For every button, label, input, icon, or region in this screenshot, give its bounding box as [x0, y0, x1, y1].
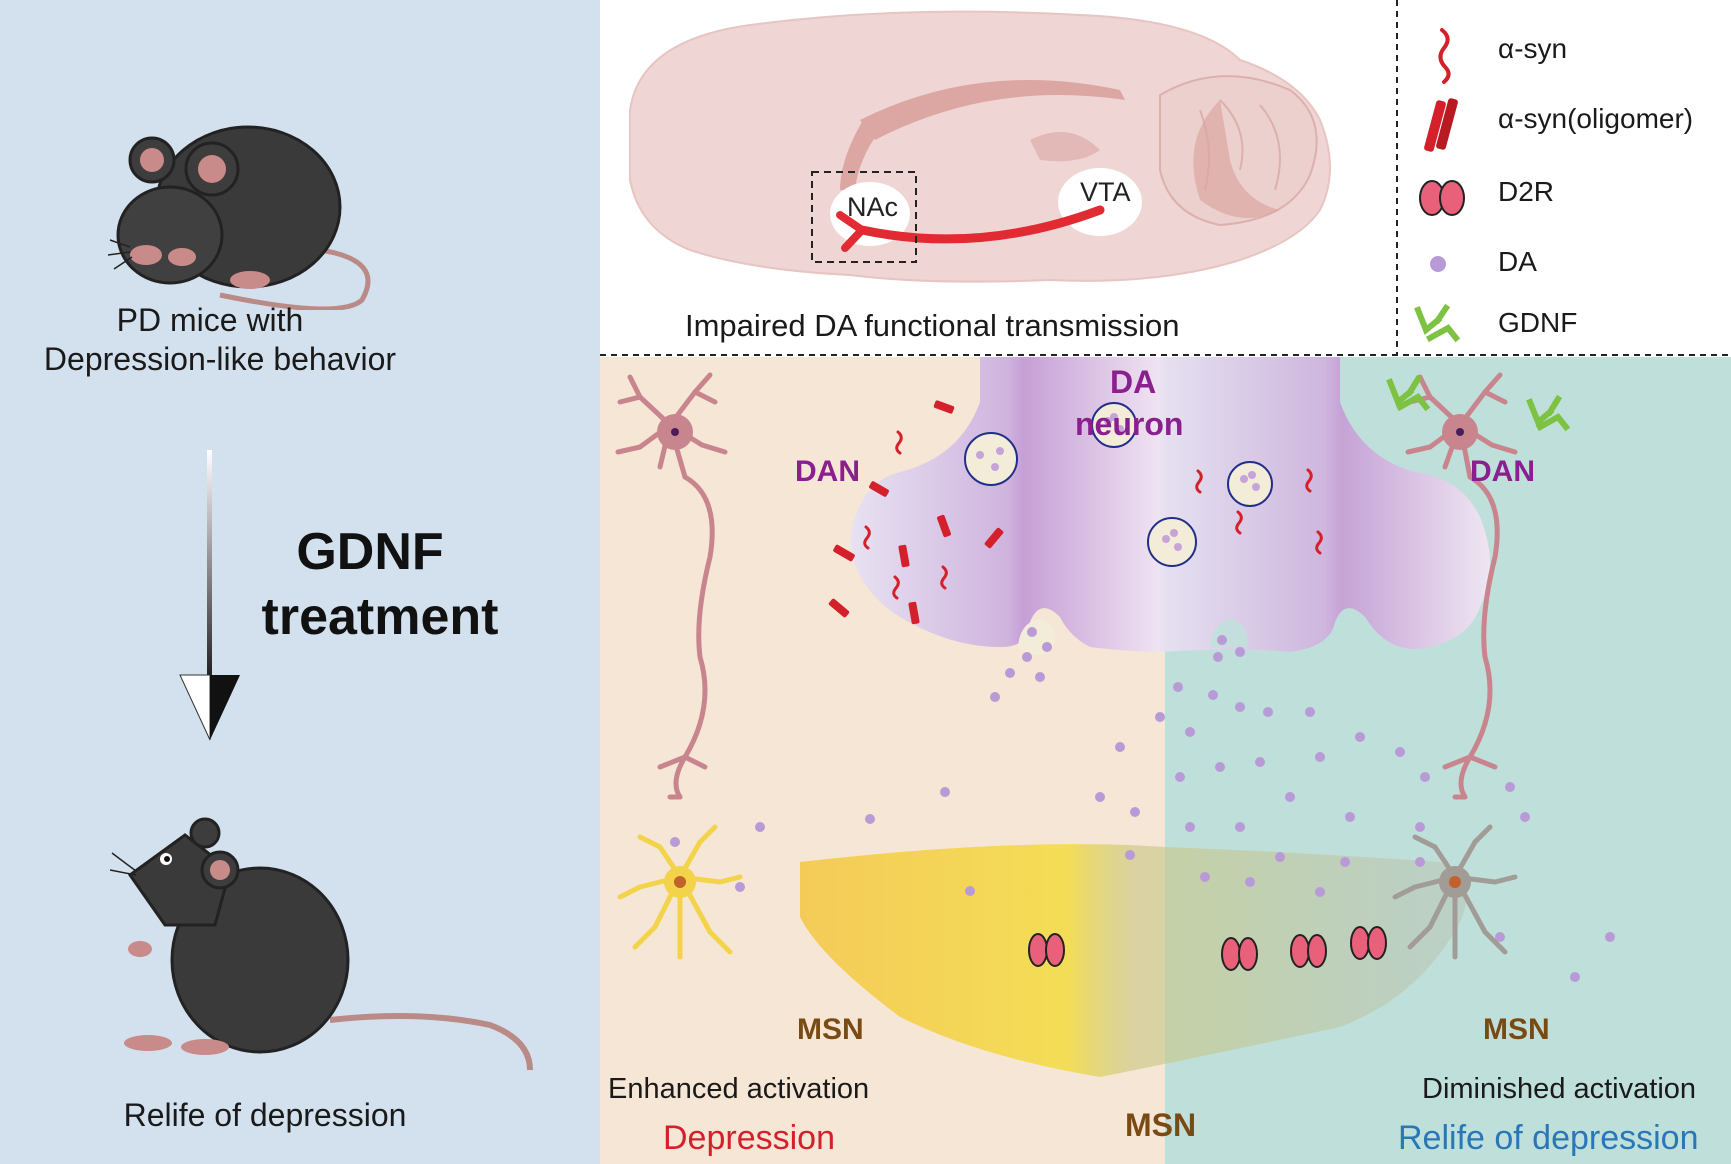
alpha-syn-icon — [1438, 28, 1451, 84]
msn-label-center: MSN — [1125, 1107, 1197, 1143]
dan-label-left: DAN — [795, 455, 860, 488]
down-arrow-icon — [179, 450, 240, 741]
caption-bottom: Relife of depression — [123, 1097, 407, 1133]
left-panel: PD mice with Depression-like behavior GD… — [0, 0, 600, 1164]
curled-mouse-icon — [107, 125, 371, 310]
region-nac: NAc — [847, 192, 898, 222]
separator-lines — [600, 0, 1731, 356]
da-dot-icon — [1430, 256, 1446, 272]
da-neuron-label-line1: DA — [1110, 364, 1157, 400]
gdnf-icon — [1414, 303, 1461, 343]
treatment-line2: treatment — [261, 588, 499, 646]
msn-label-right: MSN — [1483, 1013, 1550, 1046]
region-vta: VTA — [1080, 177, 1131, 207]
msn-label-left: MSN — [797, 1013, 864, 1046]
alert-mouse-icon — [110, 817, 533, 1071]
legend-label-da: DA — [1498, 246, 1537, 277]
dan-label-right: DAN — [1470, 455, 1535, 488]
brain-caption: Impaired DA functional transmission — [685, 308, 1180, 343]
legend-label-oligomer: α-syn(oligomer) — [1498, 103, 1694, 134]
brain-diagram: NAc VTA Impaired DA functional transmiss… — [629, 10, 1331, 343]
alpha-syn-oligomer-icon — [1424, 98, 1458, 152]
legend-icons — [1414, 28, 1465, 343]
right-activation-text: Diminished activation — [1422, 1073, 1697, 1105]
legend-label-d2r: D2R — [1498, 176, 1555, 207]
caption-top-line2: Depression-like behavior — [43, 341, 397, 377]
legend-label-alpha-syn: α-syn — [1498, 33, 1568, 64]
synapse-diagram — [600, 357, 1731, 1164]
d2r-icon — [1419, 180, 1465, 216]
left-activation-text: Enhanced activation — [608, 1073, 870, 1105]
left-outcome-text: Depression — [663, 1119, 835, 1157]
da-neuron-label-line2: neuron — [1075, 406, 1184, 442]
caption-top-line1: PD mice with — [116, 302, 304, 338]
right-outcome-text: Relife of depression — [1398, 1119, 1699, 1157]
legend-label-gdnf: GDNF — [1498, 307, 1578, 338]
treatment-line1: GDNF — [296, 523, 444, 581]
